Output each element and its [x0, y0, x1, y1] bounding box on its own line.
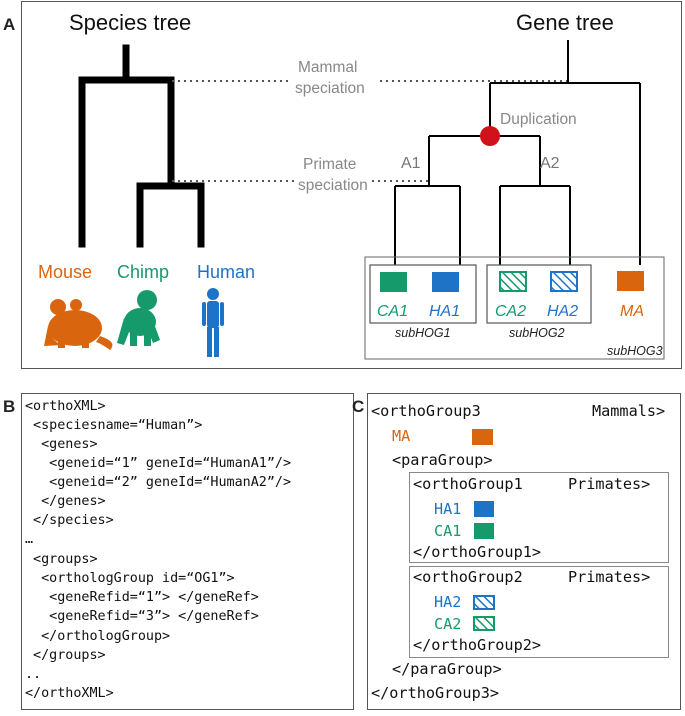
ca2-gene-label: CA2 [434, 615, 462, 633]
xml-line: <genes> [25, 437, 98, 452]
xml-line: </orthoXML> [25, 686, 114, 701]
ca1-square [474, 523, 494, 539]
orthogroup3-tag: Mammals> [592, 402, 666, 420]
orthogroup2-close: </orthoGroup2> [413, 636, 542, 654]
orthogroup1-open: <orthoGroup1 [413, 475, 523, 493]
primate-speciation-label-2: speciation [298, 177, 368, 194]
xml-line: </groups> [25, 648, 106, 663]
xml-line: </species> [25, 513, 114, 528]
panel-a [21, 1, 682, 369]
panel-c-label: C [352, 397, 365, 416]
xml-line: <geneRefid=“1”> </geneRef> [25, 590, 259, 605]
xml-line: <geneid=“2” geneId=“HumanA2”/> [25, 475, 292, 490]
panel-c-groups: <orthoGroup3 Mammals> MA <paraGroup> <or… [367, 393, 681, 710]
gene-tree-title: Gene tree [516, 10, 614, 35]
panel-b-xml: <orthoXML> <speciesname=“Human”> <genes>… [21, 393, 354, 710]
a1-label: A1 [401, 155, 421, 172]
ca2-square [499, 271, 527, 292]
xml-line: .. [25, 667, 42, 682]
panel-a-label: A [3, 15, 16, 34]
species-tree [78, 44, 205, 248]
orthogroup1-close: </orthoGroup1> [413, 543, 542, 561]
orthogroup3-open: <orthoGroup3 [371, 402, 481, 420]
ha2-square [550, 271, 578, 292]
ma-label: MA [620, 303, 644, 320]
subhog1-box [369, 264, 477, 324]
ha1-gene-label: HA1 [434, 500, 462, 518]
xml-line: <orthologGroup id=“OG1”> [25, 571, 235, 586]
ca2-label: CA2 [495, 303, 526, 320]
orthogroup1-box [409, 472, 669, 563]
paragroup-open: <paraGroup> [392, 451, 493, 469]
xml-line: <speciesname=“Human”> [25, 418, 203, 433]
ca1-square [380, 272, 407, 292]
paragroup-close: </paraGroup> [392, 660, 502, 678]
orthogroup2-open: <orthoGroup2 [413, 568, 523, 586]
species-human-label: Human [197, 262, 255, 282]
chimp-icon [117, 290, 160, 346]
subhog2-label: subHOG2 [509, 326, 565, 340]
ma-gene-label: MA [392, 427, 411, 445]
species-chimp-label: Chimp [117, 262, 169, 282]
subhog1-label: subHOG1 [395, 326, 451, 340]
xml-line: <geneRefid=“3”> </geneRef> [25, 609, 259, 624]
ca1-gene-label: CA1 [434, 522, 462, 540]
mammal-speciation-label-2: speciation [295, 80, 365, 97]
orthogroup2-box [409, 566, 669, 658]
subhog3-label: subHOG3 [607, 344, 663, 358]
xml-line: … [25, 532, 34, 547]
gene-tree [394, 40, 641, 265]
orthogroup2-tag: Primates> [568, 568, 651, 586]
ca2-hatched-square [473, 616, 495, 631]
mammal-speciation-label-1: Mammal [298, 59, 357, 76]
duplication-node [480, 126, 500, 146]
orthogroup1-tag: Primates> [568, 475, 651, 493]
ma-square [617, 271, 644, 291]
ma-square [472, 429, 493, 445]
ha1-label: HA1 [429, 303, 460, 320]
xml-line: <groups> [25, 552, 98, 567]
xml-line: </genes> [25, 494, 106, 509]
ca1-label: CA1 [377, 303, 408, 320]
ha2-hatched-square [473, 595, 495, 610]
panel-b-label: B [3, 397, 16, 416]
ha1-square [474, 501, 494, 517]
ha2-gene-label: HA2 [434, 593, 462, 611]
xml-line: </orthologGroup> [25, 629, 171, 644]
human-icon [202, 288, 224, 357]
ha2-label: HA2 [547, 303, 578, 320]
orthogroup3-close: </orthoGroup3> [371, 684, 500, 702]
ha1-square [432, 272, 459, 292]
xml-line: <geneid=“1” geneId=“HumanA1”/> [25, 456, 292, 471]
species-tree-title: Species tree [69, 10, 191, 35]
a2-label: A2 [540, 155, 560, 172]
subhog3-box [364, 256, 665, 360]
mouse-icon [44, 299, 113, 350]
species-mouse-label: Mouse [38, 262, 92, 282]
speciation-dotted-lines [172, 80, 568, 182]
xml-line: <orthoXML> [25, 399, 106, 414]
subhog2-box [486, 264, 592, 324]
duplication-label: Duplication [500, 111, 577, 128]
primate-speciation-label-1: Primate [303, 156, 356, 173]
